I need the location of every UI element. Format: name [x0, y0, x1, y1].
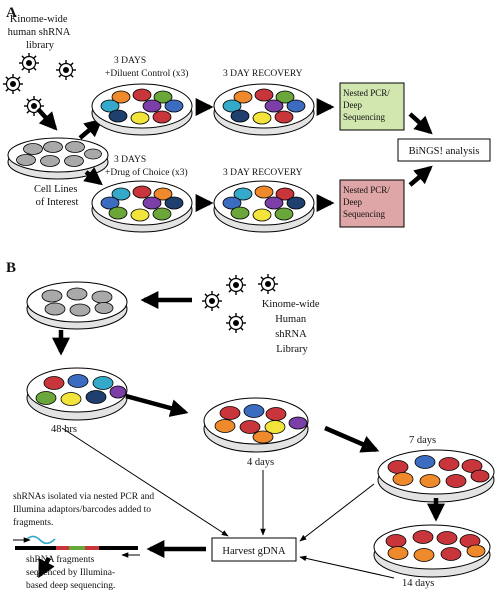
seq-box-drug-line3: Sequencing	[343, 209, 385, 219]
drug-label: 3 DAYS +Drug of Choice (x3)	[105, 155, 188, 178]
library-label-a-line2: human shRNA	[8, 27, 71, 38]
arrow-seq-bottom-to-analysis	[408, 165, 433, 187]
virus-particle-icon	[2, 73, 24, 95]
arrow-48h-to-harvest	[61, 427, 229, 537]
drug-label-line1: 3 DAYS	[114, 155, 146, 165]
library-label-a-line3: library	[26, 40, 55, 51]
time-7d: 7 days	[409, 435, 436, 446]
seq-box-control	[339, 82, 405, 131]
control-label: 3 DAYS +Diluent Control (x3)	[105, 56, 188, 79]
virus-particle-icon	[18, 52, 40, 74]
arrow-cells-to-drug	[83, 167, 103, 186]
sequenced-text-line3: based deep sequencing.	[26, 581, 115, 591]
cell-dish-icon	[26, 367, 128, 421]
arrow-7d-to-harvest	[299, 483, 375, 542]
sequenced-text-line2: sequenced by Illumina-	[26, 568, 115, 578]
cell-dish-icon	[203, 397, 309, 453]
seq-box-control-line2: Deep	[343, 100, 362, 110]
analysis-label: BiNGS! analysis	[409, 146, 480, 157]
control-label-line2: +Diluent Control (x3)	[105, 68, 188, 79]
sequenced-text-line1: shRNA fragments	[26, 554, 95, 565]
drug-label-line2: +Drug of Choice (x3)	[105, 167, 188, 178]
arrow-48h-to-4d	[125, 393, 189, 417]
library-label-a: Kinome-wide human shRNA library	[8, 14, 73, 51]
recovery-label-bottom: 3 DAY RECOVERY	[223, 168, 303, 178]
dna-fragment-icon	[13, 535, 140, 558]
isolation-text: shRNAs isolated via nested PCR and Illum…	[13, 492, 157, 528]
cells-label-line1: Cell Lines	[34, 184, 77, 195]
isolation-text-line3: fragments.	[13, 517, 53, 528]
seq-box-drug	[339, 179, 405, 228]
cell-dish-icon	[377, 449, 495, 503]
harvest-box	[211, 537, 297, 562]
virus-particle-icon	[225, 312, 247, 334]
arrow-4d-to-7d	[324, 425, 380, 453]
arrow-fragment-to-sequenced	[38, 556, 55, 579]
arrow-seq-top-to-analysis	[408, 112, 433, 135]
virus-particle-icon	[225, 274, 247, 296]
arrow-14d-to-harvest	[299, 555, 395, 579]
library-label-b-line4: Library	[276, 344, 308, 355]
panel-b: B Kinome-wide Human shRNA Librar	[6, 260, 495, 591]
panel-a: A Kinome-wide human shRNA library	[2, 5, 491, 233]
sequenced-text: shRNA fragments sequenced by Illumina- b…	[26, 554, 118, 591]
panel-a-letter: A	[6, 5, 17, 21]
analysis-box	[397, 138, 491, 162]
virus-particle-icon	[55, 59, 77, 81]
isolation-text-line2: Illumina adaptors/barcodes added to	[13, 505, 151, 515]
harvest-label: Harvest gDNA	[222, 546, 286, 557]
seq-box-drug-line2: Deep	[343, 197, 362, 207]
cell-dish-icon	[7, 137, 109, 180]
seq-box-drug-line1: Nested PCR/	[343, 185, 390, 195]
seq-box-control-text: Nested PCR/ Deep Sequencing	[343, 88, 392, 122]
recovery-label-top: 3 DAY RECOVERY	[223, 69, 303, 79]
library-label-b: Kinome-wide Human shRNA Library	[262, 299, 322, 355]
seq-box-control-line3: Sequencing	[343, 112, 385, 122]
seq-box-control-line1: Nested PCR/	[343, 88, 390, 98]
library-label-a-line1: Kinome-wide	[10, 14, 68, 25]
virus-particle-icon	[257, 273, 279, 295]
cells-label: Cell Lines of Interest	[34, 184, 80, 208]
cell-dish-icon	[91, 180, 193, 233]
panel-b-letter: B	[6, 260, 16, 276]
seq-box-drug-text: Nested PCR/ Deep Sequencing	[343, 185, 392, 219]
arrow-cells-to-control	[78, 118, 103, 140]
cell-dish-icon	[26, 281, 128, 330]
cell-dish-icon	[213, 83, 315, 136]
library-label-b-line1: Kinome-wide	[262, 299, 320, 310]
time-14d: 14 days	[402, 578, 434, 589]
arrow-library-to-cells	[36, 107, 58, 131]
cells-label-line2: of Interest	[36, 197, 79, 208]
cell-dish-icon	[91, 83, 193, 136]
virus-group-a	[2, 52, 77, 117]
isolation-text-line1: shRNAs isolated via nested PCR and	[13, 492, 154, 502]
cell-dish-icon	[373, 524, 491, 578]
virus-particle-icon	[201, 290, 223, 312]
time-4d: 4 days	[247, 457, 274, 468]
control-label-line1: 3 DAYS	[114, 56, 146, 66]
library-label-b-line3: shRNA	[275, 329, 307, 340]
cell-dish-icon	[213, 180, 315, 233]
library-label-b-line2: Human	[275, 314, 307, 325]
